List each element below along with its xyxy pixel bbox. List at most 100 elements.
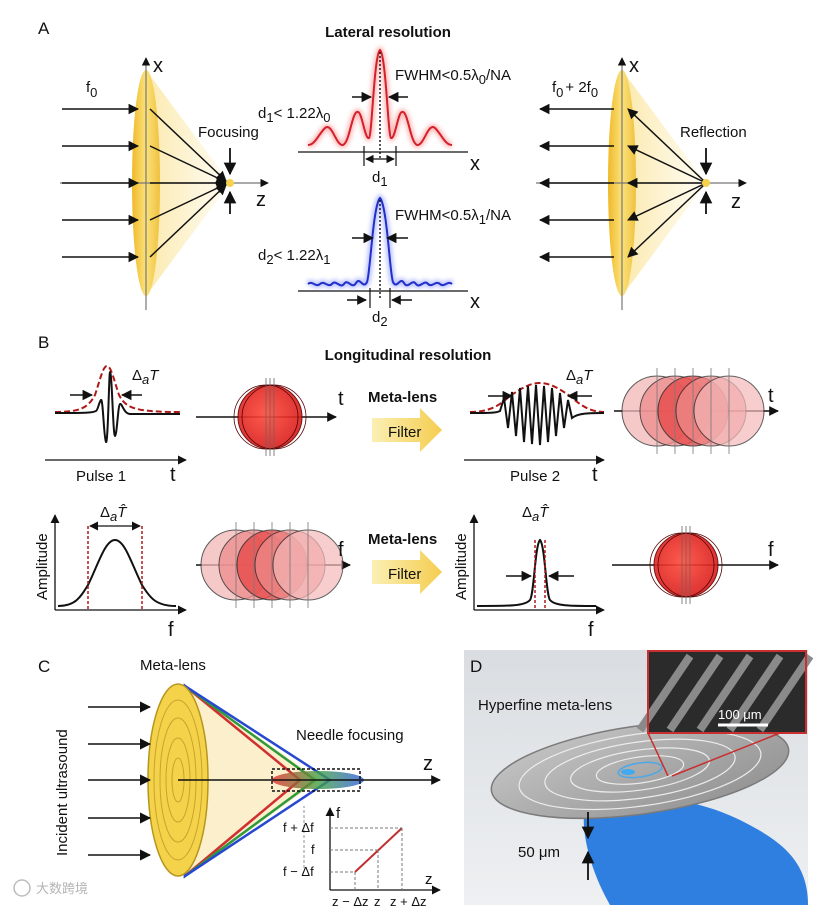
- panel-label-a: A: [38, 19, 50, 38]
- hyperfine-lens-disc: [490, 720, 790, 820]
- thickness-label: 50 μm: [518, 844, 560, 861]
- fwhm-top-label: FWHM<0.5λ0/NA: [395, 67, 511, 87]
- pulse1-envelope: [54, 364, 181, 413]
- reflection-label: Reflection: [680, 124, 747, 141]
- inset-f-plus: f + Δf: [283, 820, 314, 835]
- filter-arrow-shape-top: [372, 408, 442, 452]
- spec1-amplitude-label: Amplitude: [34, 533, 51, 600]
- bottom-psf-x-label: x: [470, 291, 480, 313]
- panel-label-c: C: [38, 657, 50, 676]
- panel-c-inset: f z f + Δf f f − Δf z − Δz z z + Δz: [283, 805, 441, 909]
- pulse1-label: Pulse 1: [76, 468, 126, 485]
- pulse2-label: Pulse 2: [510, 468, 560, 485]
- incident-rays-c: [88, 701, 152, 861]
- disc-ring-4: [595, 755, 685, 785]
- spectrum1-curve: [57, 538, 177, 607]
- watermark: 大数跨境: [13, 879, 88, 897]
- freq-ball-multi: f: [196, 522, 351, 608]
- right-focal-spot: [702, 179, 710, 187]
- filter-arrow-bottom: Meta-lens Filter: [368, 531, 442, 594]
- filter-arrow-shape-bottom: [372, 550, 442, 594]
- blue-support: [583, 796, 808, 905]
- freq-ball-single: f: [612, 526, 779, 604]
- d2-expression: d2< 1.22λ1: [258, 247, 330, 267]
- meta-lens-label-top: Meta-lens: [368, 389, 437, 406]
- disc-center: [621, 769, 635, 775]
- incident-ultrasound-label: Incident ultrasound: [54, 729, 71, 856]
- left-incident-rays: [62, 103, 228, 263]
- scale-bar-label: 100 μm: [718, 707, 762, 722]
- inset-f-label: f: [336, 805, 341, 822]
- panel-label-d: D: [470, 657, 482, 676]
- top-psf-x-label: x: [470, 153, 480, 175]
- inset-z-minus: z − Δz: [332, 894, 369, 909]
- spectrum2-curve: [476, 538, 597, 607]
- right-freq-label: f0+ 2f0: [552, 79, 598, 100]
- bottom-psf: FWHM<0.5λ1/NA d2< 1.22λ1 d2 x: [258, 193, 511, 329]
- longitudinal-title: Longitudinal resolution: [325, 347, 492, 364]
- spec2-f-label: f: [588, 619, 594, 641]
- d1-expression: d1< 1.22λ0: [258, 105, 330, 125]
- time-axis-1-label: t: [338, 388, 344, 410]
- disc-ring-1: [518, 729, 762, 811]
- hyperfine-label: Hyperfine meta-lens: [478, 697, 612, 714]
- pulse2-plot: ΔaT Pulse 2 t: [464, 367, 605, 486]
- time-ball-single: t: [196, 378, 344, 456]
- d2-label: d2: [372, 309, 388, 329]
- inset-z-label: z: [425, 871, 433, 888]
- watermark-text: 大数跨境: [36, 881, 88, 896]
- sem-connector-2: [671, 732, 781, 777]
- inset-z-plus: z + Δz: [390, 894, 427, 909]
- spec2-amplitude-label: Amplitude: [453, 533, 470, 600]
- pulse1-t-label: t: [170, 464, 176, 486]
- panel-c-z-label: z: [423, 753, 433, 775]
- spec1-delta-label: ΔaT̂: [100, 504, 128, 524]
- left-focal-spot: [226, 179, 234, 187]
- top-psf-curve: [307, 48, 453, 146]
- spectrum1-plot: ΔaT̂ Amplitude f: [34, 504, 187, 641]
- focusing-label: Focusing: [198, 124, 259, 141]
- filter-label-top: Filter: [388, 424, 421, 441]
- filter-label-bottom: Filter: [388, 566, 421, 583]
- freq-axis-1-label: f: [338, 539, 344, 561]
- freq-axis-2-label: f: [768, 539, 774, 561]
- pulse2-waveform: [469, 384, 605, 446]
- inset-z-mid: z: [374, 894, 381, 909]
- inset-f-mid: f: [311, 842, 315, 857]
- sem-inset-border: [647, 650, 807, 734]
- pulse2-delta-label: ΔaT: [566, 367, 594, 387]
- d1-label: d1: [372, 169, 388, 189]
- lateral-title: Lateral resolution: [325, 24, 451, 41]
- right-lens-setup: f0+ 2f0 x z Reflection: [536, 55, 747, 310]
- left-x-label: x: [153, 55, 163, 77]
- top-psf: FWHM<0.5λ0/NA d1< 1.22λ0 d1 x: [258, 46, 511, 189]
- pulse1-plot: ΔaT Pulse 1 t: [45, 364, 187, 486]
- panel-c-meta-lens-label: Meta-lens: [140, 657, 206, 674]
- right-x-label: x: [629, 55, 639, 77]
- left-z-label: z: [256, 189, 266, 211]
- watermark-icon: [13, 879, 31, 897]
- panel-d-photo: 100 μm 50 μm Hyperfine meta-lens: [464, 650, 814, 905]
- pulse1-waveform: [54, 370, 180, 444]
- pulse1-delta-label: ΔaT: [132, 367, 160, 387]
- needle-focusing-label: Needle focusing: [296, 727, 404, 744]
- sem-connector-1: [647, 732, 669, 777]
- sem-stripes: [636, 653, 814, 733]
- pulse2-envelope: [469, 381, 605, 413]
- filter-arrow-top: Meta-lens Filter: [368, 389, 442, 452]
- spec1-f-label: f: [168, 619, 174, 641]
- disc-ring-3: [570, 747, 710, 793]
- fwhm-bottom-label: FWHM<0.5λ1/NA: [395, 207, 511, 227]
- meta-lens-label-bottom: Meta-lens: [368, 531, 437, 548]
- needle-cone: [185, 686, 320, 876]
- disc-ring-2: [544, 738, 736, 802]
- left-lens-setup: f0 x z Focusing: [60, 55, 269, 310]
- panel-c-meta-lens: Meta-lens Incident ultrasound Needle foc…: [54, 657, 441, 879]
- bottom-psf-curve: [307, 196, 453, 287]
- time-ball-multi: t: [614, 368, 779, 454]
- panel-label-b: B: [38, 333, 49, 352]
- right-z-label: z: [731, 191, 741, 213]
- spectrum2-plot: ΔaT̂ Amplitude f: [453, 504, 605, 641]
- inset-f-minus: f − Δf: [283, 864, 314, 879]
